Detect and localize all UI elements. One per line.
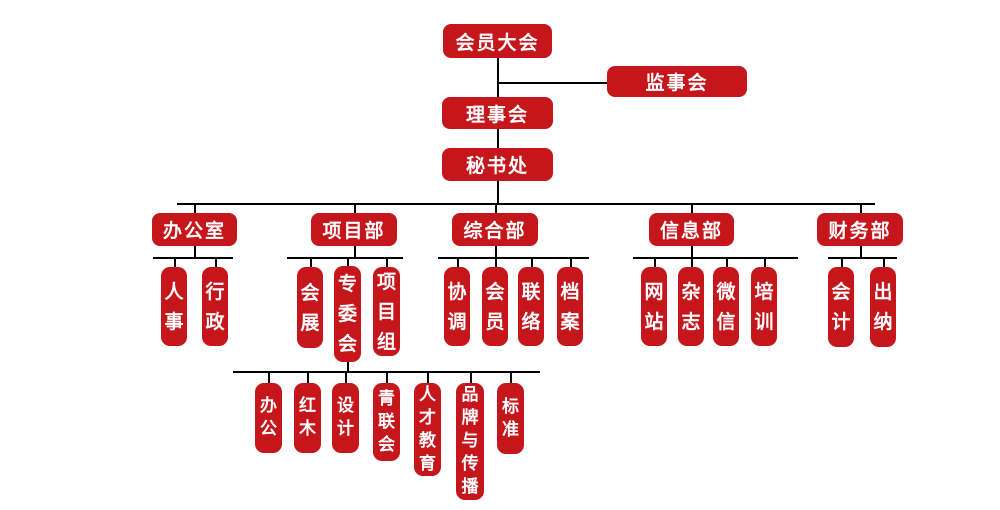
connector-line [194,246,196,257]
connector-line [841,257,843,267]
connector-line [310,257,312,267]
connector-line [287,257,403,259]
org-node-hr: 人事 [161,267,187,346]
connector-line [354,246,356,257]
org-node-dept-project: 项目部 [311,213,397,246]
org-node-office-work: 办公 [255,383,282,453]
org-node-secretariat: 秘书处 [442,148,553,181]
org-node-membership: 会员 [482,267,508,346]
connector-line [345,371,347,383]
org-node-member-assembly: 会员大会 [443,24,552,58]
org-node-coordination: 协调 [444,267,470,346]
connector-line [860,203,862,213]
org-node-supervisory-board: 监事会 [607,66,747,97]
org-node-liaison: 联络 [518,267,544,346]
org-node-website: 网站 [641,267,667,346]
org-node-dept-general: 综合部 [452,213,538,246]
connector-line [495,203,497,213]
org-node-council: 理事会 [442,97,553,129]
connector-line [495,246,497,257]
connector-line [726,257,728,267]
org-node-wechat: 微信 [713,267,739,346]
connector-line [438,257,589,259]
connector-line [497,129,499,148]
connector-line [764,257,766,267]
connector-line [510,371,512,383]
connector-line [633,257,798,259]
org-node-talent-education: 人才教育 [414,383,441,476]
connector-line [883,257,885,267]
org-node-youth-federation: 青联会 [373,383,400,461]
connector-line [654,257,656,267]
connector-line [691,246,693,257]
connector-line [386,371,388,383]
connector-line [570,257,572,267]
connector-line [174,257,176,267]
connector-line [531,257,533,267]
connector-line [457,257,459,267]
connector-line [497,181,499,203]
connector-line [828,257,897,259]
connector-line [495,257,497,267]
org-node-archives: 档案 [557,267,583,346]
connector-line [427,371,429,383]
org-node-admin: 行政 [202,267,228,346]
org-node-redwood: 红木 [294,383,321,453]
connector-line [691,257,693,267]
org-node-exhibition: 会展 [297,267,323,348]
connector-line [691,203,693,213]
connector-line [215,257,217,267]
org-node-standards: 标准 [497,383,524,454]
org-node-dept-finance: 财务部 [817,213,903,246]
connector-line [470,371,472,383]
org-node-dept-information: 信息部 [649,213,734,246]
connector-line [268,371,270,383]
org-node-magazine: 杂志 [678,267,704,346]
connector-line [860,246,862,257]
org-node-cashier: 出纳 [870,267,896,347]
connector-line [386,257,388,267]
org-node-dept-office: 办公室 [152,213,237,246]
connector-line [347,362,349,371]
connector-line [497,58,499,97]
connector-line [497,82,607,84]
org-node-training: 培训 [751,267,777,346]
org-node-project-group: 项目组 [373,267,400,356]
connector-line [307,371,309,383]
org-node-accounting: 会计 [828,267,854,347]
org-node-design: 设计 [332,383,359,453]
connector-line [354,203,356,213]
connector-line [177,203,875,205]
org-node-brand-communication: 品牌与传播 [456,383,484,500]
connector-line [194,203,196,213]
connector-line [347,257,349,267]
org-node-special-committee: 专委会 [334,266,361,362]
connector-line [153,257,233,259]
